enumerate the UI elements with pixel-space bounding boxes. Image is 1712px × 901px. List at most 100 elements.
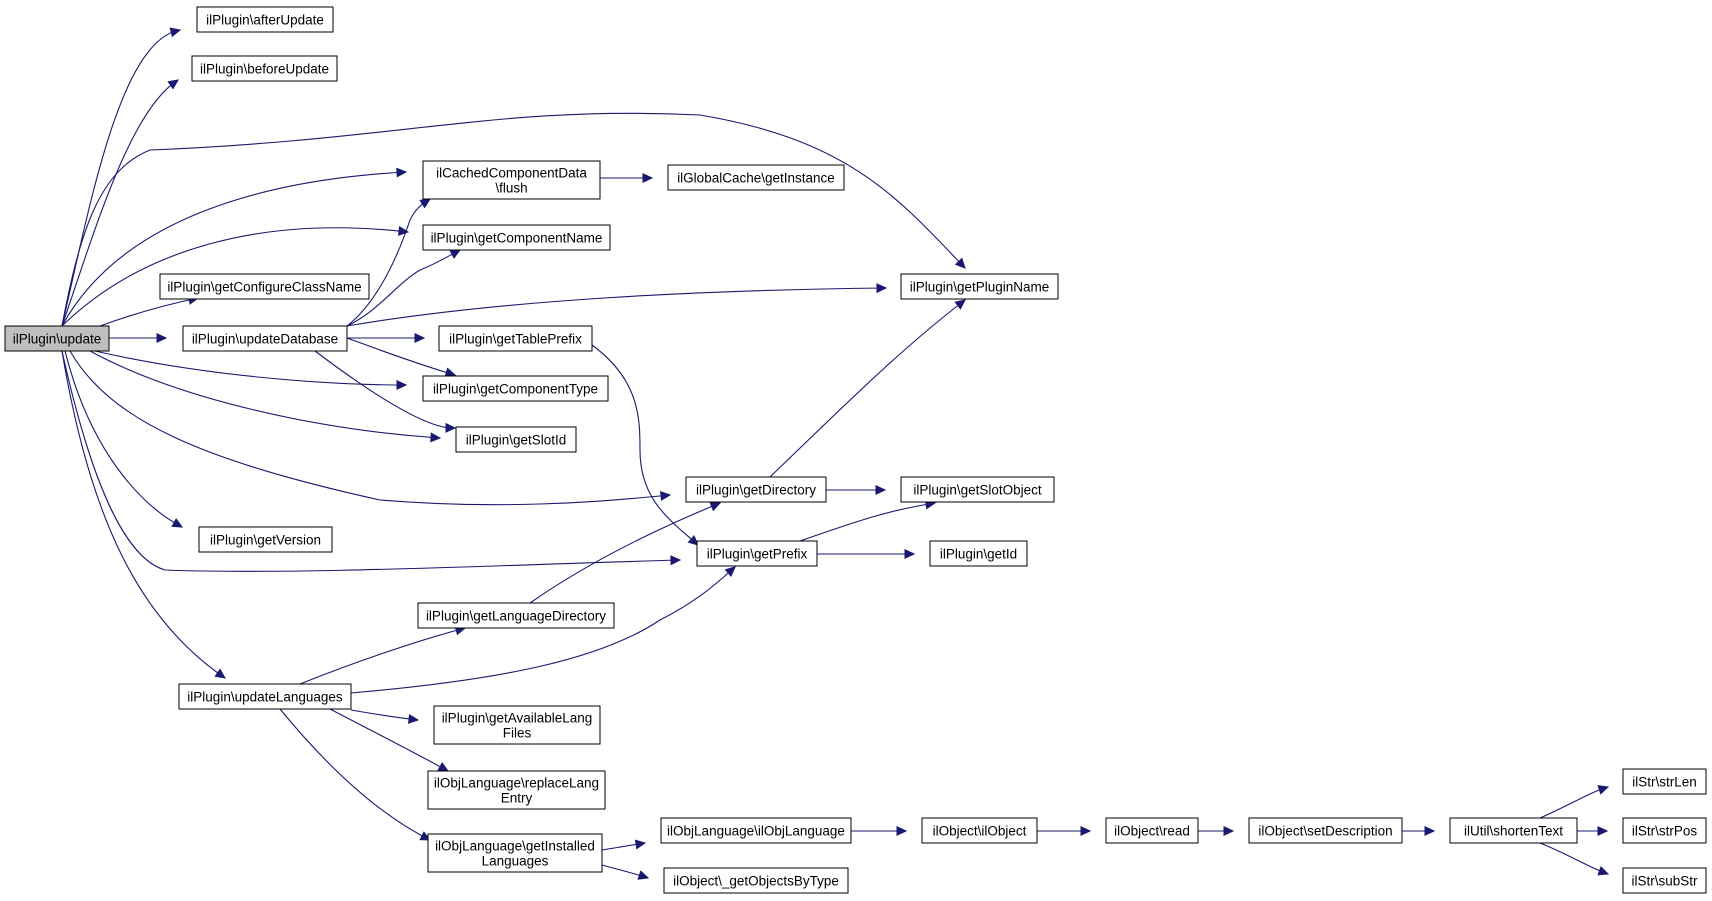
node-label: ilPlugin\beforeUpdate bbox=[200, 62, 329, 77]
node-box bbox=[4, 325, 110, 352]
arrowhead-icon bbox=[634, 839, 647, 850]
arrowhead-icon bbox=[904, 549, 916, 559]
arrowhead-icon bbox=[445, 422, 457, 433]
node-label: ilPlugin\getSlotId bbox=[466, 433, 567, 448]
node-getPluginName[interactable]: ilPlugin\getPluginName bbox=[900, 273, 1059, 300]
node-globalCache[interactable]: ilGlobalCache\getInstance bbox=[667, 164, 845, 191]
node-box bbox=[929, 540, 1028, 567]
node-label: ilObjLanguage\getInstalled bbox=[435, 839, 595, 854]
node-getDirectory[interactable]: ilPlugin\getDirectory bbox=[685, 476, 827, 503]
node-label: Entry bbox=[501, 791, 533, 806]
node-label: ilPlugin\getSlotObject bbox=[913, 483, 1042, 498]
node-box bbox=[178, 683, 352, 710]
node-getVersion[interactable]: ilPlugin\getVersion bbox=[198, 526, 333, 553]
node-box bbox=[1449, 817, 1578, 844]
edge-to-getConfigureClassName bbox=[99, 297, 199, 327]
node-label: ilObject\read bbox=[1114, 824, 1190, 839]
node-getTablePrefix[interactable]: ilPlugin\getTablePrefix bbox=[438, 325, 593, 352]
node-label: ilPlugin\update bbox=[13, 332, 102, 347]
arrowhead-icon bbox=[437, 762, 450, 772]
edge-to-getInstalledLanguages bbox=[279, 708, 431, 841]
node-label: ilObject\setDescription bbox=[1258, 824, 1392, 839]
node-setDescription[interactable]: ilObject\setDescription bbox=[1248, 817, 1403, 844]
edge-to-getComponentName bbox=[346, 249, 461, 327]
node-root[interactable]: ilPlugin\update bbox=[4, 325, 110, 352]
arrowhead-icon bbox=[169, 27, 182, 38]
node-box bbox=[1248, 817, 1403, 844]
node-box bbox=[696, 540, 818, 567]
node-read[interactable]: ilObject\read bbox=[1105, 817, 1199, 844]
node-label: ilPlugin\getConfigureClassName bbox=[167, 280, 361, 295]
edge-to-getAvailableLangFiles bbox=[350, 709, 419, 721]
nodes-layer: ilPlugin\update ilPlugin\afterUpdate ilPlu… bbox=[4, 6, 1707, 894]
node-box bbox=[455, 426, 577, 453]
node-label: ilObject\ilObject bbox=[933, 824, 1027, 839]
node-ilObject[interactable]: ilObject\ilObject bbox=[921, 817, 1038, 844]
node-label: ilPlugin\afterUpdate bbox=[206, 13, 324, 28]
node-label: ilObjLanguage\replaceLang bbox=[434, 776, 599, 791]
node-updateLanguages[interactable]: ilPlugin\updateLanguages bbox=[178, 683, 352, 710]
edge-to-getComponentType bbox=[94, 350, 407, 386]
edge-to-subStr bbox=[1539, 842, 1609, 875]
arrowhead-icon bbox=[875, 485, 887, 495]
node-getLanguageDirectory[interactable]: ilPlugin\getLanguageDirectory bbox=[417, 602, 615, 629]
node-getComponentName[interactable]: ilPlugin\getComponentName bbox=[422, 224, 611, 251]
arrowhead-icon bbox=[670, 555, 682, 566]
edge-to-getSlotId bbox=[89, 350, 441, 439]
edge-to-getComponentName bbox=[61, 227, 409, 327]
node-box bbox=[422, 160, 601, 200]
node-box bbox=[685, 476, 827, 503]
edge-to-getSlotObject bbox=[799, 502, 936, 542]
edge-to-getPrefix bbox=[591, 344, 699, 546]
node-box bbox=[182, 325, 348, 352]
arrowhead-icon bbox=[1597, 785, 1610, 795]
node-subStr[interactable]: ilStr\subStr bbox=[1622, 867, 1707, 894]
arrowhead-icon bbox=[954, 257, 966, 269]
node-box bbox=[1622, 817, 1707, 844]
arrowhead-icon bbox=[449, 249, 462, 259]
node-box bbox=[900, 476, 1055, 503]
node-beforeUpdate[interactable]: ilPlugin\beforeUpdate bbox=[191, 55, 338, 82]
arrowhead-icon bbox=[398, 226, 410, 236]
node-label: Languages bbox=[482, 854, 549, 869]
node-afterUpdate[interactable]: ilPlugin\afterUpdate bbox=[196, 6, 334, 33]
arrowhead-icon bbox=[954, 299, 966, 310]
edge-to-getComponentType bbox=[346, 337, 456, 376]
node-label: ilObject\_getObjectsByType bbox=[673, 874, 839, 889]
edge-to-getVersion bbox=[64, 350, 183, 528]
node-ilObjLanguage[interactable]: ilObjLanguage\ilObjLanguage bbox=[660, 817, 852, 844]
arrowhead-icon bbox=[1080, 826, 1092, 836]
arrowhead-icon bbox=[896, 826, 908, 836]
node-getSlotObject[interactable]: ilPlugin\getSlotObject bbox=[900, 476, 1055, 503]
arrowhead-icon bbox=[419, 198, 431, 209]
node-shortenText[interactable]: ilUtil\shortenText bbox=[1449, 817, 1578, 844]
node-label: ilStr\subStr bbox=[1631, 874, 1698, 889]
node-strLen[interactable]: ilStr\strLen bbox=[1622, 768, 1707, 795]
arrowhead-icon bbox=[156, 333, 168, 343]
node-updateDatabase[interactable]: ilPlugin\updateDatabase bbox=[182, 325, 348, 352]
node-flush[interactable]: ilCachedComponentData\flush bbox=[422, 160, 601, 200]
node-box bbox=[921, 817, 1038, 844]
node-getComponentType[interactable]: ilPlugin\getComponentType bbox=[422, 375, 609, 402]
node-box bbox=[422, 224, 611, 251]
node-box bbox=[663, 867, 849, 894]
node-getSlotId[interactable]: ilPlugin\getSlotId bbox=[455, 426, 577, 453]
node-label: ilStr\strLen bbox=[1632, 775, 1697, 790]
node-getObjectsByType[interactable]: ilObject\_getObjectsByType bbox=[663, 867, 849, 894]
node-getPrefix[interactable]: ilPlugin\getPrefix bbox=[696, 540, 818, 567]
arrowhead-icon bbox=[430, 432, 442, 443]
arrowhead-icon bbox=[1424, 826, 1436, 836]
edge-to-updateLanguages bbox=[61, 350, 226, 679]
node-getId[interactable]: ilPlugin\getId bbox=[929, 540, 1028, 567]
node-strPos[interactable]: ilStr\strPos bbox=[1622, 817, 1707, 844]
node-getConfigureClassName[interactable]: ilPlugin\getConfigureClassName bbox=[159, 273, 370, 300]
arrowhead-icon bbox=[167, 79, 179, 90]
edge-to-flush bbox=[346, 198, 431, 327]
node-label: ilPlugin\getVersion bbox=[210, 533, 321, 548]
node-box bbox=[1622, 867, 1707, 894]
arrowhead-icon bbox=[171, 518, 184, 528]
node-box bbox=[427, 770, 606, 810]
